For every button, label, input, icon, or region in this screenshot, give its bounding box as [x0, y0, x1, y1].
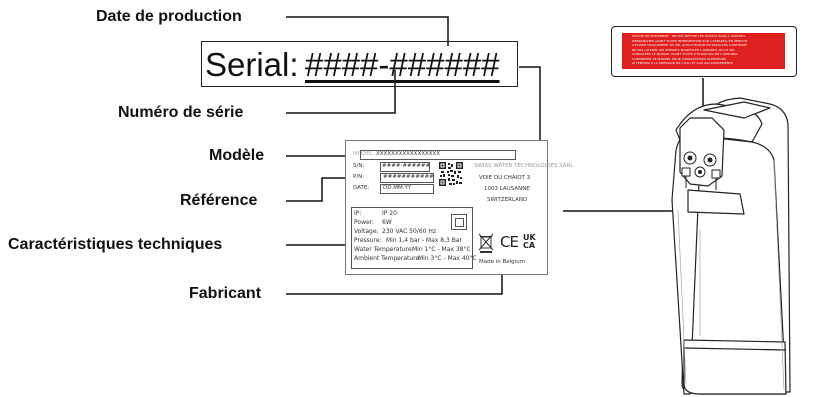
- ukca-mark-top: UK: [523, 233, 536, 242]
- model-value: XXXXXXXXXXXXXXXXX: [376, 151, 441, 157]
- double-insulation-icon: [451, 214, 467, 230]
- made-in: Made in Belgium: [479, 259, 526, 265]
- callout-numero-serie: Numéro de série: [118, 104, 244, 121]
- weee-bin-icon: [478, 233, 494, 253]
- pn-value: ###########: [383, 174, 434, 180]
- warning-line: DEBRANCHER AVANT TOUTE INTERVENTION SUR …: [632, 38, 748, 43]
- manufacturer-line-3: 1003 LAUSANNE: [484, 186, 530, 192]
- spec-value: Min 1°C - Max 38°C: [412, 246, 471, 253]
- warning-line: ATTENTION A LA PRESSION DE L'EAU ET AUX …: [632, 61, 733, 65]
- callout-caracteristiques: Caractéristiques techniques: [8, 236, 223, 253]
- sn-box: [380, 162, 430, 172]
- warning-line: CONSULTER LE MANUEL AVANT TOUTE UTILISAT…: [632, 52, 738, 56]
- spec-value: Min 3°C - Max 40°C: [418, 255, 477, 262]
- warning-line: RISQUE DE PINCEMENT - NE PAS METTRE LES …: [632, 34, 746, 38]
- date-label: DATE:: [353, 185, 370, 191]
- warning-line: CONSERVER CE MANUEL POUR CONSULTATION UL…: [632, 56, 727, 61]
- serial-value: ####-######: [305, 46, 500, 83]
- sn-value: ####-######: [382, 163, 431, 169]
- serial-zoom-box: Serial: ####-######: [201, 41, 518, 87]
- spec-value: IP 20: [382, 210, 397, 217]
- manufacturer-line-2: VOIE DU CHAIOT 3: [479, 175, 531, 181]
- model-box: [360, 150, 516, 160]
- spec-label: Pressure:: [354, 237, 382, 244]
- date-box: [380, 184, 434, 194]
- callout-date-production: Date de production: [96, 8, 242, 25]
- model-label: MODEL: [353, 151, 373, 157]
- callout-modele: Modèle: [209, 147, 265, 164]
- pn-box: [380, 173, 434, 183]
- ukca-mark-bottom: CA: [523, 241, 536, 250]
- spec-label: Water Temperature:: [354, 246, 414, 253]
- warning-line: UTILISER UNIQUEMENT DU SEL ADOUCISSEUR E…: [632, 43, 748, 47]
- rating-plate: MODEL XXXXXXXXXXXXXXXXX S/N: ####-######…: [345, 140, 573, 275]
- spec-value: Min 1,4 bar - Max 8,3 Bar: [386, 237, 462, 244]
- qr-code: [439, 162, 463, 186]
- date-value: DD.MM.YY: [383, 185, 412, 191]
- callout-reference: Référence: [180, 192, 258, 209]
- leader-serie: [286, 70, 396, 114]
- pn-label: P/N:: [353, 174, 365, 180]
- spec-value: 230 VAC 50/60 Hz: [382, 228, 437, 235]
- callout-fabricant: Fabricant: [189, 285, 262, 302]
- leader-date: [286, 16, 449, 46]
- specs-box: [351, 207, 473, 269]
- warning-line: NE PAS LAISSER LES ENFANTS MANIPULER L'A…: [632, 47, 736, 52]
- spec-label: Voltage:: [354, 228, 379, 235]
- warning-label: RISQUE DE PINCEMENT - NE PAS METTRE LES …: [622, 33, 785, 69]
- sn-label: S/N:: [353, 163, 365, 169]
- spec-value: 6W: [382, 219, 392, 226]
- spec-label: Ambient Temperature:: [354, 255, 422, 262]
- manufacturer-line-4: SWITZERLAND: [487, 197, 528, 203]
- spec-label: IP:: [354, 210, 362, 217]
- ce-mark: CE: [500, 233, 519, 251]
- spec-label: Power:: [354, 219, 375, 226]
- serial-label: Serial:: [205, 46, 299, 83]
- manufacturer-line-1: SWISS WATER TECHNOLOGIES SARL: [474, 163, 574, 169]
- warning-label-zoom: RISQUE DE PINCEMENT - NE PAS METTRE LES …: [611, 26, 797, 77]
